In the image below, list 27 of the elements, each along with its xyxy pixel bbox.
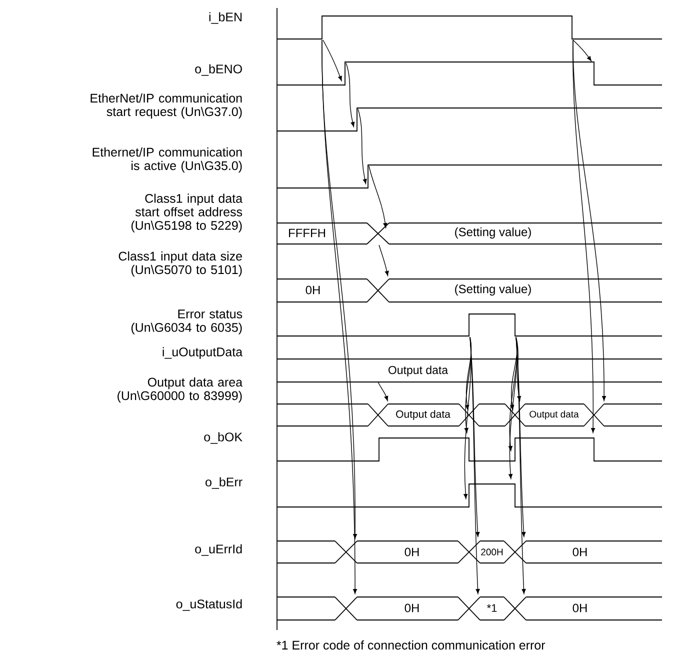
signal-name: Class1 input data start offset address (Un\G5198 to 5229) (131, 194, 243, 232)
signal-name: o_uErrId (195, 544, 242, 556)
signal-name: Class1 input data size (Un\G5070 to 5101) (118, 251, 242, 277)
bus-value: 0H (572, 604, 587, 612)
signal-name: o_bOK (204, 432, 242, 444)
bus-value: 200H (481, 548, 503, 556)
footnote: *1 Error code of connection communication error (276, 640, 546, 650)
bus-value: Output data (388, 366, 448, 376)
signal-name: i_bEN (209, 12, 242, 24)
signal-name: o_bErr (206, 477, 242, 489)
bus-value: 0H (572, 548, 587, 556)
bus-value: 0H (404, 548, 419, 556)
bus-value: (Setting value) (455, 284, 531, 296)
signal-name: o_uStatusId (176, 599, 242, 611)
signal-name: Error status (Un\G6034 to 6035) (131, 310, 242, 334)
bus-value: 0H (404, 604, 419, 612)
signal-name: o_bENO (195, 64, 242, 76)
signal-name: Output data area (Un\G60000 to 83999) (118, 377, 243, 403)
bus-value: *1 (486, 604, 497, 612)
signal-name: EtherNet/IP communication start request (Un\G37.0) (90, 93, 242, 119)
bus-value: Output data (396, 410, 450, 420)
bus-value: Output data (530, 410, 579, 420)
signal-name: i_uOutputData (162, 347, 243, 359)
bus-value: FFFFH (289, 228, 326, 238)
bus-value: 0H (306, 286, 320, 294)
signal-name: Ethernet/IP communication is active (Un\G35.0) (92, 147, 242, 173)
bus-value: (Setting value) (455, 227, 531, 239)
